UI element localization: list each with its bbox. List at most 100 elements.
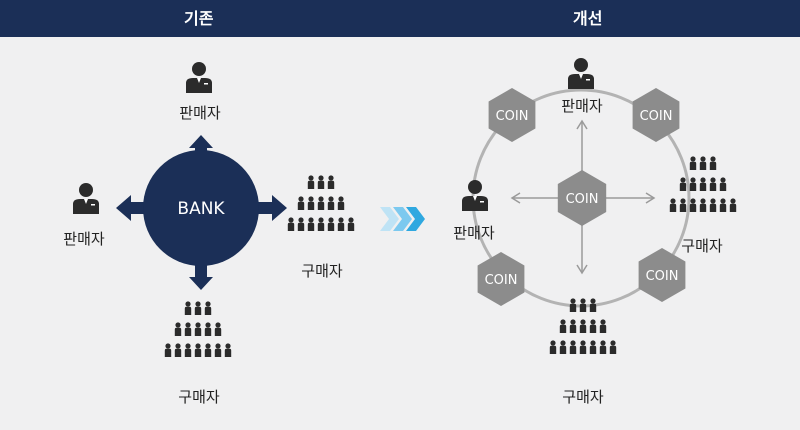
- person-mini-icon: [589, 319, 597, 333]
- person-mini-icon: [699, 177, 707, 191]
- person-mini-icon: [689, 198, 697, 212]
- person-mini-icon: [589, 298, 597, 312]
- buyer-label-bottom-side: 구매자: [562, 388, 604, 406]
- coin-label-top-right: COIN: [640, 109, 673, 124]
- bank-hub: BANK: [116, 135, 287, 290]
- person-mini-icon: [184, 322, 192, 336]
- seller-label-left: 판매자: [63, 230, 105, 248]
- person-mini-icon: [709, 156, 717, 170]
- person-mini-icon: [194, 343, 202, 357]
- coin-label-top-left: COIN: [496, 109, 529, 124]
- person-mini-icon: [307, 217, 315, 231]
- hexagon-shape: [557, 170, 607, 226]
- person-mini-icon: [307, 175, 315, 189]
- person-mini-icon: [327, 175, 335, 189]
- person-mini-icon: [307, 196, 315, 210]
- transition-arrows-icon: [380, 207, 425, 231]
- center-arrows: [510, 119, 656, 275]
- coin-label-bottom-left: COIN: [485, 273, 518, 288]
- person-mini-icon: [184, 301, 192, 315]
- seller-label-left-right: 판매자: [453, 224, 495, 242]
- person-mini-icon: [297, 196, 305, 210]
- person-mini-icon: [337, 196, 345, 210]
- coin-hub: [557, 170, 607, 226]
- person-mini-icon: [297, 217, 305, 231]
- person-mini-icon: [579, 298, 587, 312]
- existing-title: 기존: [184, 9, 214, 28]
- person-mini-icon: [317, 175, 325, 189]
- person-mini-icon: [327, 217, 335, 231]
- seller-label-top: 판매자: [179, 104, 221, 122]
- coin-hub-label: COIN: [566, 192, 599, 207]
- person-mini-icon: [579, 319, 587, 333]
- buyers-crowd-icon-right-side: [669, 156, 737, 212]
- person-mini-icon: [669, 198, 677, 212]
- person-mini-icon: [569, 298, 577, 312]
- buyers-crowd-icon-right: [287, 175, 355, 231]
- person-mini-icon: [214, 322, 222, 336]
- person-mini-icon: [699, 156, 707, 170]
- person-mini-icon: [729, 198, 737, 212]
- hexagon-shape: [477, 252, 525, 306]
- person-mini-icon: [174, 343, 182, 357]
- person-mini-icon: [204, 343, 212, 357]
- seller-icon-left-right: [462, 180, 488, 211]
- seller-icon-top-right: [568, 58, 594, 89]
- person-mini-icon: [204, 301, 212, 315]
- bank-label: BANK: [177, 199, 225, 219]
- hexagon-shape: [488, 88, 536, 142]
- person-mini-icon: [569, 319, 577, 333]
- coin-icon-top-left: [488, 88, 536, 142]
- person-mini-icon: [709, 177, 717, 191]
- person-mini-icon: [709, 198, 717, 212]
- person-mini-icon: [327, 196, 335, 210]
- coin-label-bottom-right: COIN: [646, 269, 679, 284]
- person-mini-icon: [194, 301, 202, 315]
- person-mini-icon: [204, 322, 212, 336]
- person-mini-icon: [569, 340, 577, 354]
- person-mini-icon: [559, 340, 567, 354]
- buyers-crowd-icon-bottom: [164, 301, 232, 357]
- buyer-label-right-side: 구매자: [681, 237, 723, 255]
- person-mini-icon: [347, 217, 355, 231]
- bank-circle: [143, 150, 259, 266]
- seller-icon-left: [73, 183, 99, 214]
- person-mini-icon: [337, 217, 345, 231]
- person-mini-icon: [224, 343, 232, 357]
- person-mini-icon: [689, 177, 697, 191]
- buyer-label-right: 구매자: [301, 262, 343, 280]
- person-mini-icon: [184, 343, 192, 357]
- person-mini-icon: [214, 343, 222, 357]
- person-mini-icon: [679, 177, 687, 191]
- person-mini-icon: [317, 196, 325, 210]
- person-mini-icon: [679, 198, 687, 212]
- coin-icon-bottom-left: [477, 252, 525, 306]
- seller-icon-top: [186, 62, 212, 93]
- hexagon-shape: [638, 248, 686, 302]
- hexagon-shape: [632, 88, 680, 142]
- person-mini-icon: [599, 340, 607, 354]
- person-mini-icon: [287, 217, 295, 231]
- seller-label-top-right: 판매자: [561, 97, 603, 115]
- person-mini-icon: [174, 322, 182, 336]
- improved-title: 개선: [573, 9, 603, 28]
- coin-icon-bottom-right: [638, 248, 686, 302]
- person-mini-icon: [559, 319, 567, 333]
- person-mini-icon: [719, 177, 727, 191]
- person-mini-icon: [317, 217, 325, 231]
- header-bar: 기존 개선: [0, 0, 800, 37]
- buyer-label-bottom: 구매자: [178, 388, 220, 406]
- person-mini-icon: [719, 198, 727, 212]
- person-mini-icon: [689, 156, 697, 170]
- person-mini-icon: [164, 343, 172, 357]
- person-mini-icon: [589, 340, 597, 354]
- buyers-crowd-icon-bottom-side: [549, 298, 617, 354]
- person-mini-icon: [194, 322, 202, 336]
- person-mini-icon: [579, 340, 587, 354]
- person-mini-icon: [549, 340, 557, 354]
- person-mini-icon: [599, 319, 607, 333]
- person-mini-icon: [609, 340, 617, 354]
- coin-icon-top-right: [632, 88, 680, 142]
- person-mini-icon: [699, 198, 707, 212]
